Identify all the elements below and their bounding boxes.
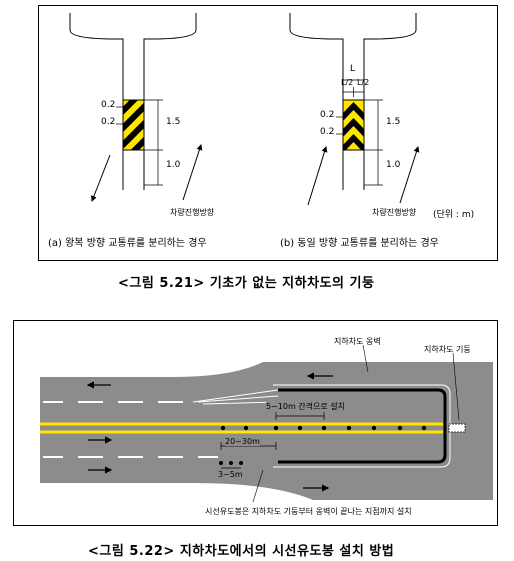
panel-b-caption: (b) 동일 방향 교통류를 분리하는 경우 — [280, 238, 439, 249]
pillar-top-left — [289, 13, 344, 190]
panel-a-dim-upper: 1.5 — [166, 117, 181, 127]
pillar-top-right — [143, 13, 197, 190]
panel-a-direction-label: 차량진행방향 — [170, 208, 215, 217]
label-spacing-tunnel: 5~10m 간격으로 설치 — [266, 401, 346, 412]
pillar-top-left — [69, 13, 124, 190]
panel-a-stripe-label-1: 0.2 — [101, 100, 116, 110]
tunnel-plan-drawing — [40, 344, 493, 503]
hazard-marker-diagonal — [122, 99, 145, 151]
panel-b-drawing — [289, 13, 420, 206]
tunnel-pillar — [448, 423, 466, 433]
panel-b-half-label-1: L/2 — [341, 78, 354, 87]
panel-a-caption: (a) 왕복 방향 교통류를 분리하는 경우 — [48, 238, 207, 249]
panel-a-stripe-label-2: 0.2 — [101, 117, 116, 127]
tunnel-wall — [278, 388, 447, 464]
panel-b-dim-lower: 1.0 — [386, 160, 401, 170]
panel-a-drawing — [69, 13, 203, 202]
figure-1-caption: <그림 5.21> 기초가 없는 지하차도의 기둥 — [118, 276, 375, 291]
figure-2-frame — [13, 320, 498, 526]
panel-b-direction-label: 차량진행방향 — [372, 208, 417, 217]
figure-2-caption: <그림 5.22> 지하차도에서의 시선유도봉 설치 방법 — [88, 544, 395, 559]
label-spacing-approach: 20~30m — [225, 437, 260, 446]
panel-b-dim-upper: 1.5 — [386, 117, 401, 127]
label-tunnel-wall: 지하차도 옹벽 — [334, 337, 381, 346]
label-install-note: 시선유도봉은 지하차도 기둥부터 옹벽이 끝나는 지점까지 설치 — [205, 507, 412, 516]
pillar-top-right — [363, 13, 417, 190]
panel-b-stripe-label-2: 0.2 — [320, 127, 335, 137]
panel-b-width-label: L — [350, 64, 356, 74]
label-tunnel-pillar: 지하차도 기둥 — [424, 345, 471, 354]
label-spacing-short: 3~5m — [218, 470, 243, 479]
panel-a-dim-lower: 1.0 — [166, 160, 181, 170]
panel-b-stripe-label-1: 0.2 — [320, 110, 335, 120]
figure-1-frame — [38, 5, 498, 261]
panel-b-half-label-2: L/2 — [357, 78, 370, 87]
unit-label: (단위 : m) — [433, 210, 475, 220]
